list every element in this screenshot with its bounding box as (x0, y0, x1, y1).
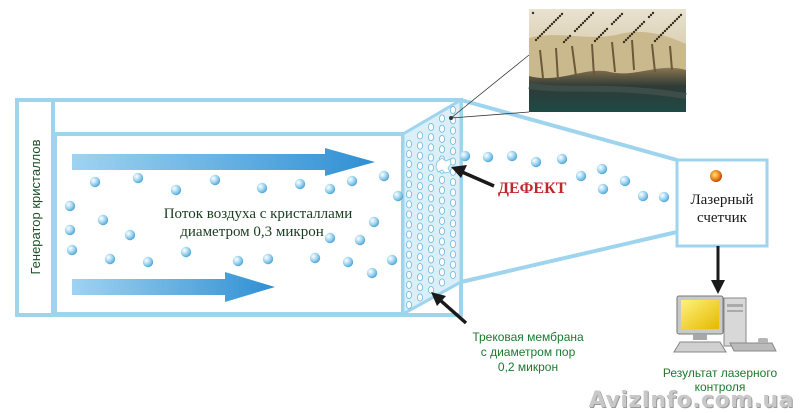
flow-arrow-top (72, 148, 375, 176)
generator-box (15, 98, 55, 317)
particle (97, 214, 109, 226)
laser-counter-label-1: Лазерный (690, 192, 753, 208)
particle (459, 150, 471, 162)
result-label-2: контроля (695, 380, 746, 394)
particle (378, 170, 390, 182)
result-label-1: Результат лазерного (663, 366, 778, 380)
particle (530, 156, 542, 168)
particle (575, 170, 587, 182)
defect-label: ДЕФЕКТ (498, 180, 567, 197)
particle (256, 182, 268, 194)
particle (170, 184, 182, 196)
laser-counter-box (675, 158, 769, 248)
particle (386, 254, 398, 266)
particle (104, 253, 116, 265)
computer-icon (673, 295, 777, 353)
particle (132, 172, 144, 184)
laser-counter-label-2: счетчик (697, 210, 748, 226)
particle (658, 191, 670, 203)
membrane-pointer-line (438, 298, 468, 325)
membrane-pointer-arrowhead (431, 292, 446, 306)
particle (309, 252, 321, 264)
membrane-label-3: 0,2 микрон (498, 360, 558, 374)
micrograph-pointer-a (450, 54, 530, 119)
particle (262, 253, 274, 265)
particle (619, 175, 631, 187)
particle (232, 255, 244, 267)
membrane-micrograph (528, 9, 687, 112)
particle (342, 256, 354, 268)
particle (392, 190, 404, 202)
defect-pointer-line (461, 170, 495, 188)
membrane-label-1: Трековая мембрана (472, 330, 584, 344)
flow-label-1: Поток воздуха с кристаллами (164, 206, 353, 222)
particle (324, 183, 336, 195)
particle (142, 256, 154, 268)
micrograph-pointer-b (450, 111, 530, 119)
defect-hole (435, 157, 452, 174)
particle (324, 232, 336, 244)
particle (64, 200, 76, 212)
particle (180, 246, 192, 258)
defect-pointer-arrowhead (451, 165, 467, 178)
particles (64, 150, 670, 279)
particle (89, 176, 101, 188)
generator-label: Генератор кристаллов (28, 139, 43, 274)
particle (368, 216, 380, 228)
particle (294, 178, 306, 190)
laser-dot-icon (710, 170, 722, 182)
particle (64, 224, 76, 236)
particle (637, 190, 649, 202)
counter-to-computer-arrowhead (711, 280, 725, 294)
particle (506, 150, 518, 162)
particle (482, 151, 494, 163)
particle (556, 153, 568, 165)
particle (354, 234, 366, 246)
flow-label-2: диаметром 0,3 микрон (180, 224, 324, 240)
particle (366, 267, 378, 279)
flow-arrow-bottom (72, 272, 275, 302)
funnel-bottom (460, 230, 678, 284)
particle (209, 174, 221, 186)
watermark: AvizInfo.com.ua (588, 388, 794, 413)
membrane-label-2: с диаметром пор (481, 345, 576, 359)
funnel-top (460, 98, 678, 162)
micrograph-pointer-dot (449, 116, 453, 120)
particle (597, 183, 609, 195)
particle (346, 175, 358, 187)
particle (124, 229, 136, 241)
particle (596, 163, 608, 175)
particle (66, 244, 78, 256)
